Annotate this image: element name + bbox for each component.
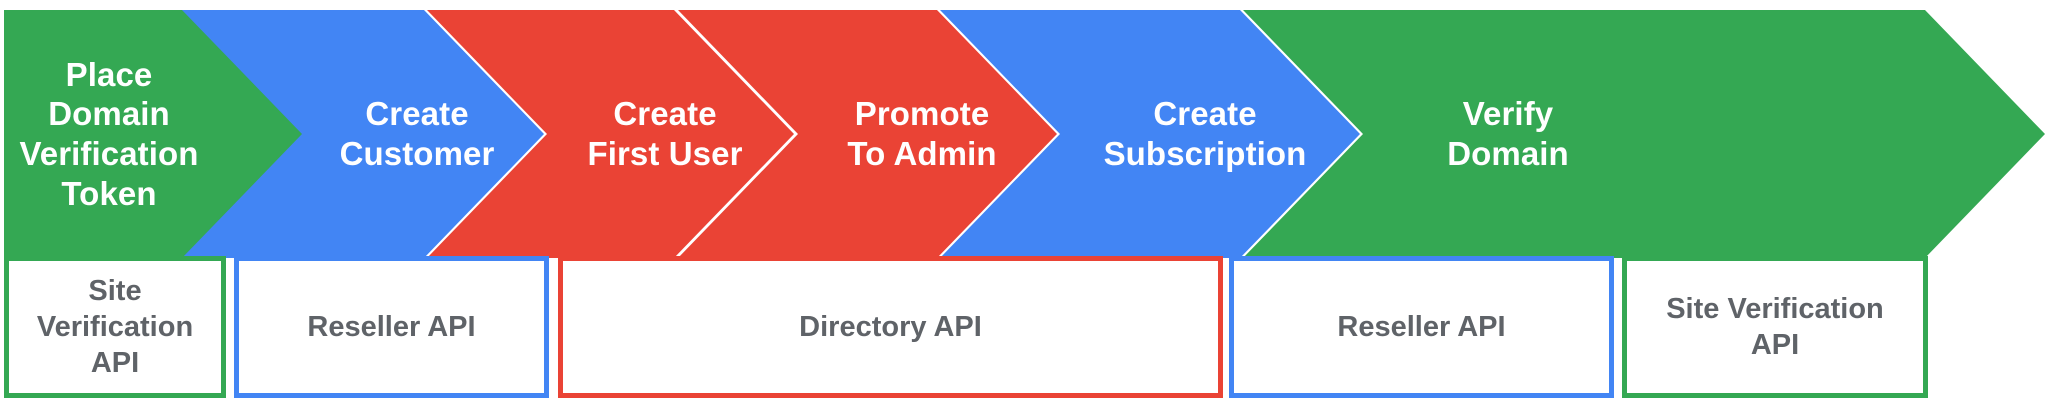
api-box-reseller-2[interactable]: Reseller API [1229, 256, 1614, 398]
chevron-step-3[interactable] [427, 10, 794, 258]
api-box-site-verification-2[interactable]: Site Verification API [1622, 256, 1928, 398]
api-box-site-verification-1[interactable]: Site Verification API [4, 256, 226, 398]
chevron-step-2[interactable] [182, 10, 544, 258]
chevron-step-6[interactable] [1243, 10, 2045, 258]
api-box-directory[interactable]: Directory API [558, 256, 1223, 398]
api-box-label: Directory API [799, 310, 982, 343]
api-box-label: Site Verification API [1666, 292, 1884, 361]
chevron-step-5[interactable] [940, 10, 1360, 258]
api-box-label: Site Verification API [36, 274, 194, 380]
api-box-label: Reseller API [307, 310, 476, 343]
chevron-step-4[interactable] [678, 10, 1057, 258]
api-box-reseller-1[interactable]: Reseller API [234, 256, 549, 398]
api-box-label: Reseller API [1337, 310, 1506, 343]
